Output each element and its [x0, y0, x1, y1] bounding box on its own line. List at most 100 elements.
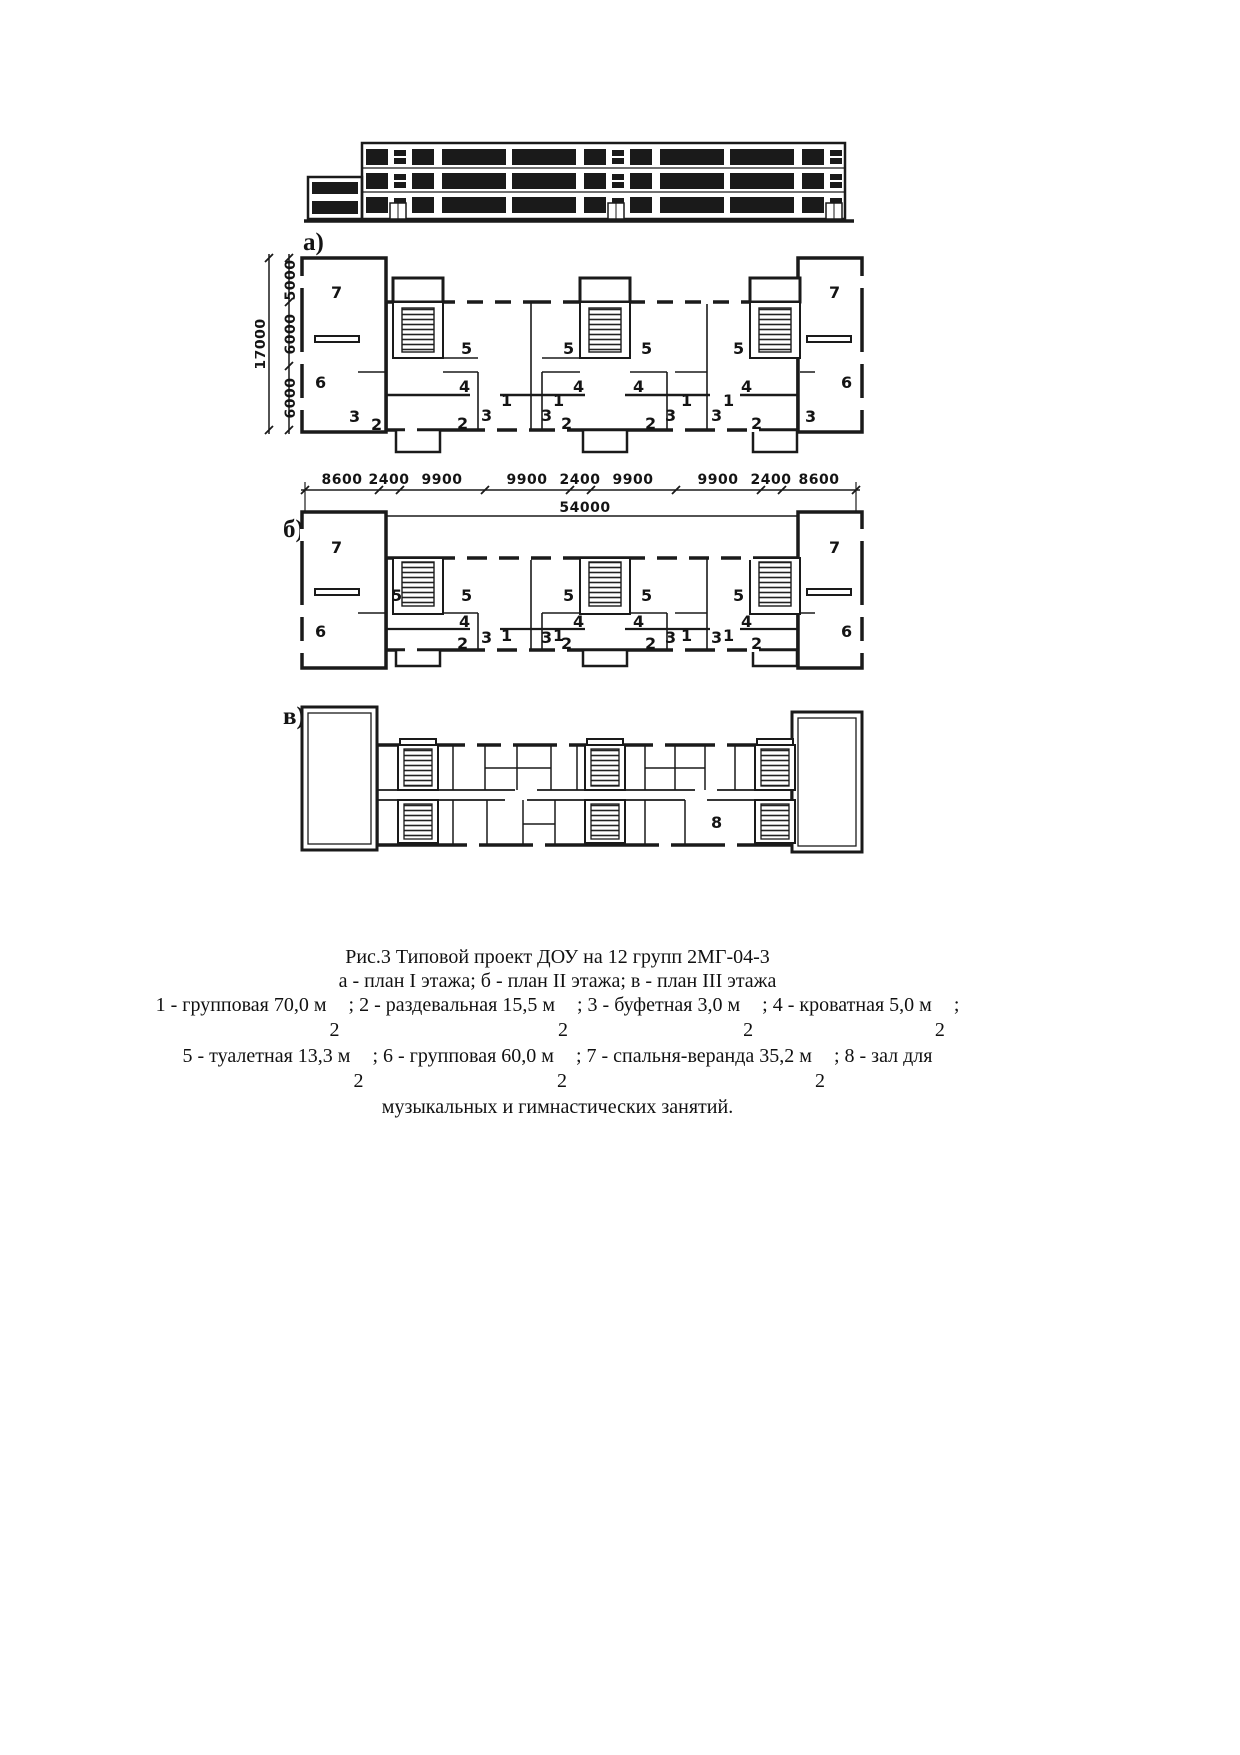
dim-label: 17000 — [255, 318, 269, 369]
plan-c-right-terrace — [790, 710, 864, 854]
legend-text: ; 3 - буфетная 3,0 м — [577, 994, 741, 1016]
plan-c-left-terrace — [300, 705, 379, 852]
legend-text: 1 - групповая 70,0 м — [155, 994, 327, 1016]
figure-subtitle: а - план I этажа; б - план II этажа; в -… — [338, 970, 777, 992]
plan-b-partitions — [358, 558, 815, 650]
dim-label: 2400 — [560, 472, 601, 488]
room-label: 5 — [391, 586, 402, 605]
plan-a-drawing: а) 7 6 3 2 5 4 3 2 1 1 — [255, 232, 864, 522]
room-label: 1 — [681, 391, 692, 410]
plan-a-window-gaps — [405, 300, 759, 432]
room-label: 6 — [841, 373, 852, 392]
room-label: 1 — [501, 626, 512, 645]
room-label: 3 — [541, 406, 552, 425]
plan-c-room-labels: 8 — [711, 813, 722, 832]
dim-label: 9900 — [507, 472, 548, 488]
plan-b-left-wing — [300, 510, 388, 670]
area-superscript: 2 — [329, 1019, 340, 1041]
area-superscript: 2 — [743, 1019, 754, 1041]
room-label: 3 — [481, 406, 492, 425]
plan-c-label: в) — [283, 703, 305, 730]
room-label: 5 — [461, 586, 472, 605]
room-label: 4 — [459, 377, 470, 396]
dim-label: 9900 — [422, 472, 463, 488]
plan-c-corridor — [377, 789, 795, 801]
facade-left-block — [306, 175, 364, 221]
plan-a-partitions — [358, 302, 815, 430]
plan-b-right-wing — [796, 510, 864, 670]
room-label: 3 — [481, 628, 492, 647]
room-label: 2 — [457, 414, 468, 433]
dim-label: 8600 — [322, 472, 363, 488]
plan-c-partitions — [452, 745, 736, 845]
entrance-doors — [389, 202, 843, 220]
room-label: 3 — [805, 407, 816, 426]
room-label: 5 — [641, 339, 652, 358]
room-label: 5 — [563, 339, 574, 358]
plan-b-room-labels: 7 6 5 5 4 3 2 1 1 5 5 4 4 3 3 2 2 1 1 5 … — [315, 538, 852, 653]
room-label: 2 — [645, 634, 656, 653]
room-label: 3 — [665, 628, 676, 647]
room-label: 7 — [331, 538, 342, 557]
room-label: 6 — [315, 373, 326, 392]
area-superscript: 2 — [814, 1070, 825, 1092]
dim-label: 54000 — [559, 500, 610, 516]
room-label: 2 — [645, 414, 656, 433]
figure-caption: Рис.3 Типовой проект ДОУ на 12 групп 2МГ… — [0, 946, 1115, 1120]
room-label: 7 — [829, 283, 840, 302]
plan-a-vertical-dimensions: 5000 6000 6000 17000 — [255, 253, 299, 435]
area-superscript: 2 — [558, 1019, 568, 1041]
room-label: 2 — [457, 634, 468, 653]
room-label: 3 — [541, 628, 552, 647]
room-label: 4 — [573, 612, 584, 631]
room-label: 3 — [665, 406, 676, 425]
room-label: 1 — [723, 626, 734, 645]
room-label: 6 — [315, 622, 326, 641]
room-label: 5 — [563, 586, 574, 605]
room-label: 5 — [733, 339, 744, 358]
plan-b-window-gaps — [405, 556, 759, 652]
dim-label: 9900 — [613, 472, 654, 488]
dim-label: 2400 — [751, 472, 792, 488]
room-label: 4 — [459, 612, 470, 631]
room-label: 1 — [553, 626, 564, 645]
dim-label: 5000 — [283, 260, 299, 301]
room-label: 3 — [711, 628, 722, 647]
area-superscript: 2 — [556, 1070, 567, 1092]
plan-c-window-gaps — [465, 743, 737, 847]
legend-text: ; 2 - раздевальная 15,5 м — [348, 994, 555, 1016]
room-label: 7 — [829, 538, 840, 557]
plan-b-label: б) — [283, 516, 304, 543]
room-label: 6 — [841, 622, 852, 641]
room-label: 4 — [741, 377, 752, 396]
plan-a-room-labels: 7 6 3 2 5 4 3 2 1 1 5 5 4 4 3 3 2 2 1 1 … — [315, 283, 852, 434]
room-label: 4 — [573, 377, 584, 396]
room-label: 2 — [751, 414, 762, 433]
figure-title: Рис.3 Типовой проект ДОУ на 12 групп 2МГ… — [345, 946, 770, 968]
plan-a-label: а) — [303, 232, 324, 256]
room-label: 1 — [723, 391, 734, 410]
plan-a-horizontal-dimensions: 8600 2400 9900 9900 2400 9900 9900 2400 … — [300, 472, 861, 522]
legend-text: ; — [953, 994, 960, 1016]
building-elevation-drawing — [304, 141, 854, 223]
window-rows — [366, 149, 842, 213]
room-label: 2 — [561, 634, 572, 653]
dim-label: 8600 — [799, 472, 840, 488]
legend-line-2: 5 - туалетная 13,3 м2; 6 - групповая 60,… — [0, 1045, 1115, 1092]
room-label: 4 — [633, 612, 644, 631]
dim-label: 6000 — [283, 378, 299, 419]
plan-a-left-wing — [300, 256, 388, 434]
legend-line-3: музыкальных и гимнастических занятий. — [381, 1096, 734, 1118]
dim-label: 9900 — [698, 472, 739, 488]
legend-text: ; 4 - кроватная 5,0 м — [762, 994, 932, 1016]
dim-label: 2400 — [369, 472, 410, 488]
plan-b-drawing: б) 7 6 5 5 4 3 2 1 1 5 5 4 4 3 — [283, 510, 864, 670]
room-label: 5 — [733, 586, 744, 605]
room-label: 2 — [371, 415, 382, 434]
room-label: 5 — [641, 586, 652, 605]
room-label: 8 — [711, 813, 722, 832]
room-label: 3 — [349, 407, 360, 426]
room-label: 7 — [331, 283, 342, 302]
legend-text: ; 7 - спальня-веранда 35,2 м — [575, 1045, 812, 1067]
